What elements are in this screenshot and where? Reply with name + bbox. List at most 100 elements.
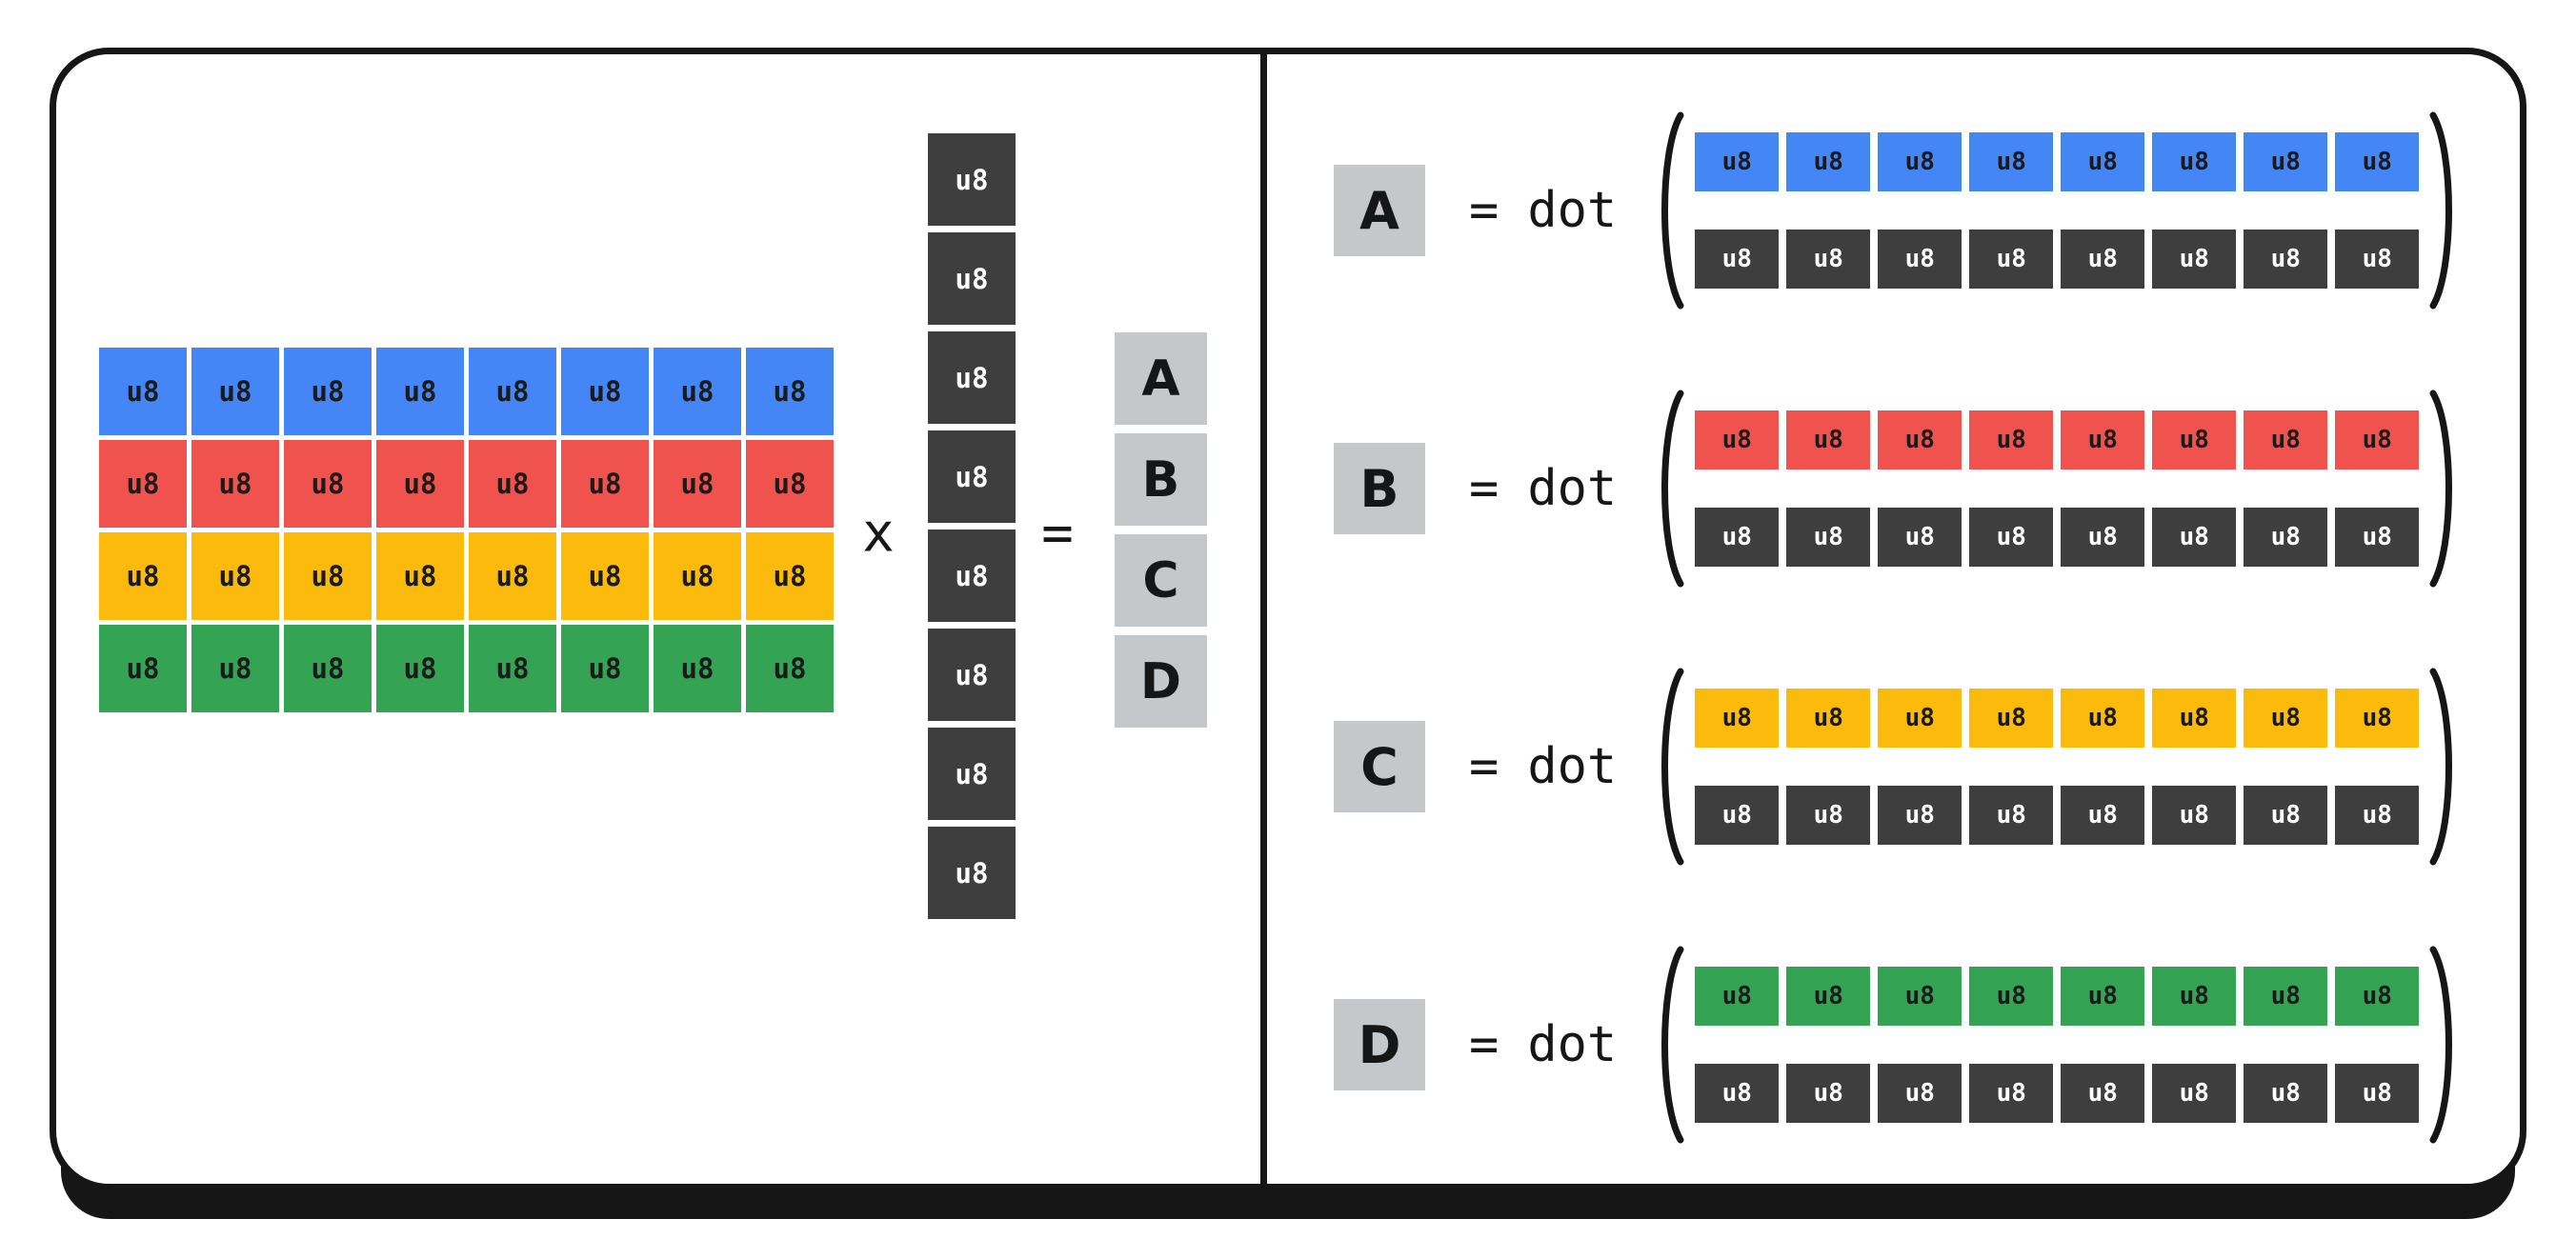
matrix-cell: u8 xyxy=(99,348,187,435)
vector-operand-cell: u8 xyxy=(1969,786,2054,845)
matrix-operand-cell: u8 xyxy=(1969,410,2054,470)
matrix-cell: u8 xyxy=(284,348,372,435)
close-paren-icon xyxy=(2425,388,2466,590)
vector-operand-cell: u8 xyxy=(2244,786,2328,845)
matrix-cell: u8 xyxy=(376,440,464,528)
matrix-cell: u8 xyxy=(654,440,741,528)
matrix-cell: u8 xyxy=(376,348,464,435)
matrix-cell: u8 xyxy=(561,625,649,712)
vector-operand-cell: u8 xyxy=(2061,786,2145,845)
vector-cell: u8 xyxy=(928,133,1016,226)
matrix-cell: u8 xyxy=(746,440,834,528)
vector-operand-cell: u8 xyxy=(2335,508,2420,567)
matrix-cell: u8 xyxy=(469,532,556,620)
matrix-cell: u8 xyxy=(99,440,187,528)
matrix-operand-cell: u8 xyxy=(1878,410,1962,470)
vector-operand-cell: u8 xyxy=(2244,1064,2328,1123)
matrix-cell: u8 xyxy=(376,532,464,620)
vector-operand-cell: u8 xyxy=(1878,1064,1962,1123)
vector-operand-cell: u8 xyxy=(1695,230,1780,289)
matrix-cell: u8 xyxy=(376,625,464,712)
multiply-sign: x xyxy=(862,502,895,565)
matrix-operand-cell: u8 xyxy=(1969,689,2054,748)
vector-operand-cell: u8 xyxy=(2152,508,2237,567)
matrix-operand-cell: u8 xyxy=(2152,967,2237,1026)
matrix-operand-cell: u8 xyxy=(1969,132,2054,191)
vector-cell: u8 xyxy=(928,331,1016,424)
open-paren-icon xyxy=(1647,110,1689,311)
matrix-operand-cell: u8 xyxy=(2152,132,2237,191)
vector-operand-cell: u8 xyxy=(1786,1064,1871,1123)
equals-sign: = xyxy=(1041,502,1074,565)
vector-cell: u8 xyxy=(928,430,1016,523)
operand-label-D: D xyxy=(1334,999,1425,1090)
matrix-operand-cell: u8 xyxy=(1786,689,1871,748)
matrix-cell: u8 xyxy=(561,532,649,620)
vector-operand-cell: u8 xyxy=(2244,508,2328,567)
matrix-operand-cell: u8 xyxy=(1695,132,1780,191)
vector-operand-cell: u8 xyxy=(2335,230,2420,289)
vector-operand-cell: u8 xyxy=(2061,1064,2145,1123)
matrix-operand-cell: u8 xyxy=(2244,689,2328,748)
matrix-cell: u8 xyxy=(654,625,741,712)
open-paren-icon xyxy=(1647,388,1689,590)
dot-function-label: dot xyxy=(1527,738,1618,795)
vector-operand-cell: u8 xyxy=(1969,1064,2054,1123)
matrix-operand-cell: u8 xyxy=(2335,967,2420,1026)
vector-cell: u8 xyxy=(928,827,1016,919)
vector-operand-cell: u8 xyxy=(2335,786,2420,845)
equals-sign: = xyxy=(1469,460,1499,517)
matrix-cell: u8 xyxy=(469,625,556,712)
dot-function-label: dot xyxy=(1527,182,1618,239)
matrix-cell: u8 xyxy=(746,625,834,712)
matrix-operand-cell: u8 xyxy=(2152,689,2237,748)
vector-operand-cell: u8 xyxy=(1786,786,1871,845)
matrix-operand-cell: u8 xyxy=(2244,967,2328,1026)
matrix-cell: u8 xyxy=(469,348,556,435)
matrix-cell: u8 xyxy=(469,440,556,528)
vector-cell: u8 xyxy=(928,728,1016,820)
matrix-operand-cell: u8 xyxy=(2061,689,2145,748)
panel-divider xyxy=(1260,54,1267,1184)
vector-operand-cell: u8 xyxy=(1786,230,1871,289)
matrix-cell: u8 xyxy=(746,348,834,435)
equals-sign: = xyxy=(1469,738,1499,795)
matrix-operand-cell: u8 xyxy=(1786,132,1871,191)
vector-operand-cell: u8 xyxy=(2061,230,2145,289)
vector-operand-cell: u8 xyxy=(2244,230,2328,289)
matrix-operand-cell: u8 xyxy=(2061,410,2145,470)
matrix-operand-cell: u8 xyxy=(1878,132,1962,191)
vector-operand-cell: u8 xyxy=(1969,508,2054,567)
close-paren-icon xyxy=(2425,666,2466,868)
close-paren-icon xyxy=(2425,110,2466,311)
matrix-operand-cell: u8 xyxy=(2335,132,2420,191)
dot-function-label: dot xyxy=(1527,1016,1618,1073)
vector-operand-cell: u8 xyxy=(2152,230,2237,289)
open-paren-icon xyxy=(1647,944,1689,1146)
matrix-operand-cell: u8 xyxy=(1969,967,2054,1026)
matrix-cell: u8 xyxy=(654,348,741,435)
matrix-cell: u8 xyxy=(191,440,279,528)
vector-operand-cell: u8 xyxy=(2152,786,2237,845)
vector-cell: u8 xyxy=(928,232,1016,325)
matrix-cell: u8 xyxy=(191,532,279,620)
operand-label-C: C xyxy=(1334,721,1425,812)
matrix-cell: u8 xyxy=(654,532,741,620)
matrix-operand-cell: u8 xyxy=(2061,967,2145,1026)
result-cell-A: A xyxy=(1115,332,1207,425)
